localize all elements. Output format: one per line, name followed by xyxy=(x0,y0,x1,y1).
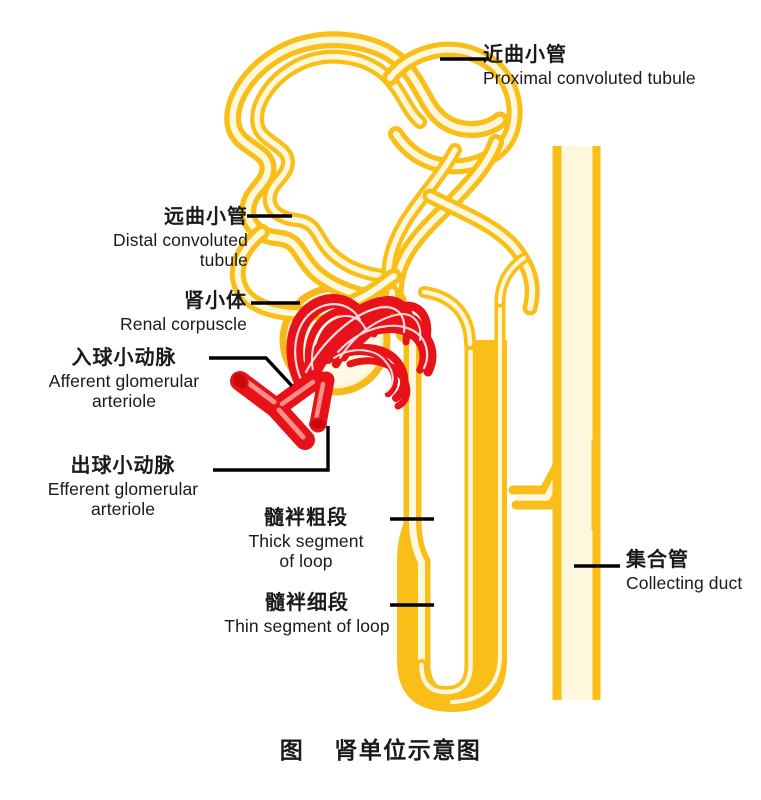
label-afferent-en-line2: arteriole xyxy=(91,391,157,412)
leader-lines xyxy=(209,57,620,607)
label-collecting-cn: 集合管 xyxy=(626,549,689,571)
afferent-glomerular-arteriole xyxy=(230,369,326,450)
label-proximal-cn: 近曲小管 xyxy=(483,44,567,66)
caption-prefix: 图 xyxy=(279,737,305,763)
leader-efferent xyxy=(213,426,330,472)
leader-afferent xyxy=(209,356,294,388)
label-proximal-en: Proximal convoluted tubule xyxy=(483,67,696,88)
label-thin-en: Thin segment of loop xyxy=(224,615,390,636)
label-thick-en-line2: of loop xyxy=(279,551,333,572)
loop-of-henle xyxy=(397,294,507,712)
label-afferent-arteriole: 入球小动脉 Afferent glomerular arteriole xyxy=(28,347,220,412)
label-efferent-cn: 出球小动脉 xyxy=(70,455,176,477)
label-renal-corpuscle: 肾小体 Renal corpuscle xyxy=(120,290,247,334)
glomerulus xyxy=(286,294,437,410)
label-collecting-en: Collecting duct xyxy=(626,572,743,593)
label-distal-en-line1: Distal convoluted xyxy=(113,229,248,250)
label-proximal-convoluted-tubule: 近曲小管 Proximal convoluted tubule xyxy=(483,44,696,88)
label-thick-en-line1: Thick segment xyxy=(248,530,364,551)
label-efferent-en-line2: arteriole xyxy=(90,499,156,520)
label-corpuscle-en: Renal corpuscle xyxy=(120,313,247,334)
collecting-duct xyxy=(508,146,601,700)
label-afferent-en-line1: Afferent glomerular xyxy=(48,370,200,391)
label-afferent-cn: 入球小动脉 xyxy=(71,347,177,369)
label-efferent-arteriole: 出球小动脉 Efferent glomerular arteriole xyxy=(26,455,220,520)
label-thin-cn: 髓袢细段 xyxy=(265,592,349,614)
label-collecting-duct: 集合管 Collecting duct xyxy=(626,549,742,593)
label-distal-cn: 远曲小管 xyxy=(163,206,248,228)
label-thin-segment: 髓袢细段 Thin segment of loop xyxy=(212,592,402,636)
label-distal-convoluted-tubule: 远曲小管 Distal convoluted tubule xyxy=(113,206,248,271)
efferent-glomerular-arteriole xyxy=(309,371,335,433)
figure-caption: 图 肾单位示意图 xyxy=(0,731,761,765)
label-thick-cn: 髓袢粗段 xyxy=(264,507,348,529)
caption-title: 肾单位示意图 xyxy=(334,737,482,763)
label-thick-segment: 髓袢粗段 Thick segment of loop xyxy=(230,507,382,572)
label-corpuscle-cn: 肾小体 xyxy=(183,290,247,312)
label-efferent-en-line1: Efferent glomerular xyxy=(47,478,199,499)
label-distal-en-line2: tubule xyxy=(199,250,248,271)
